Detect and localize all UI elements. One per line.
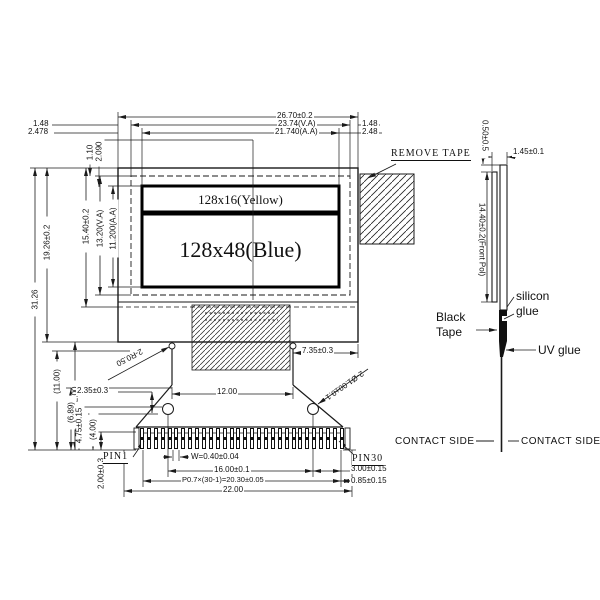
dim-height-aa: 11.200(A.A)	[109, 199, 119, 258]
pin	[326, 428, 331, 449]
dim-hole-pitch: 16.00±0.1	[213, 465, 251, 475]
pin	[181, 428, 186, 449]
dim-pin-width: W=0.40±0.04	[190, 452, 240, 462]
pin	[146, 428, 151, 449]
pin	[174, 428, 179, 449]
pin	[195, 428, 200, 449]
alignment-hole-right	[307, 403, 319, 415]
uv-glue-label: UV glue	[538, 343, 581, 358]
pin-row	[140, 428, 344, 449]
pin30-label: PIN30	[352, 453, 384, 466]
pin	[243, 428, 248, 449]
pin	[264, 428, 269, 449]
dim-inset-left-va: 1.48	[32, 119, 50, 129]
dim-pin-margin-3: 3.00±0.15	[350, 464, 388, 474]
dim-inset-top-aa: 2.090	[95, 136, 105, 167]
dim-neck-offset-right: 7.35±0.3	[301, 346, 335, 356]
dim-pin-pitch-total: P0.7×(30-1)=20.30±0.05	[181, 475, 265, 485]
contact-side-right-label: CONTACT SIDE	[521, 436, 600, 447]
dim-front-pol-height: 14.40±0.2(Front Pol)	[476, 184, 487, 295]
pin	[298, 428, 303, 449]
dim-tail-11: (11.00)	[53, 361, 63, 402]
pin	[305, 428, 310, 449]
silicon-glue-label: silicon glue	[516, 289, 562, 319]
black-tape-shape	[499, 310, 507, 357]
pin	[153, 428, 158, 449]
dim-height-total: 31.26	[31, 282, 41, 317]
contact-side-left-label: CONTACT SIDE	[395, 436, 475, 447]
side-glass-bar	[499, 164, 508, 311]
pin	[332, 428, 337, 449]
pin	[229, 428, 234, 449]
pin	[140, 428, 144, 449]
pin	[236, 428, 241, 449]
dim-neck-width: 12.00	[216, 387, 239, 397]
pin	[270, 428, 275, 449]
dim-thickness: 1.45±0.1	[512, 147, 546, 157]
pin	[250, 428, 255, 449]
dim-inset-top-va: 1.10	[86, 140, 96, 165]
dim-pol-offset: 0.50±0.5	[479, 112, 490, 159]
dim-pin-margin-085: 0.85±0.15	[350, 476, 388, 486]
pin	[257, 428, 262, 449]
pin	[160, 428, 165, 449]
pin	[291, 428, 296, 449]
dim-inset-right-va: 1.48	[361, 119, 379, 129]
notch-left	[168, 342, 176, 350]
viewing-area-dashed	[130, 175, 351, 296]
display-blue-label: 128x48(Blue)	[179, 237, 302, 262]
dim-height-va: 13.20(V.A)	[96, 201, 106, 256]
dim-inset-right-aa: 2.48	[361, 127, 379, 137]
dim-height-module: 19.26±0.2	[43, 216, 53, 269]
stiffener-hatch	[191, 304, 291, 371]
dim-inset-left-aa: 2.478	[27, 127, 50, 137]
remove-tape-hatch	[359, 173, 415, 245]
dim-tail-235: 2.35±0.3	[76, 386, 110, 396]
side-polarizer-bar	[491, 171, 498, 303]
dim-height-glass: 15.40±0.2	[82, 200, 92, 253]
pin	[319, 428, 324, 449]
dim-tail-475: 4.75±0.15	[75, 402, 85, 449]
pin	[208, 428, 213, 449]
dim-bottom-width: 22.00	[222, 485, 245, 495]
display-yellow-label: 128x16(Yellow)	[198, 192, 283, 207]
pin	[167, 428, 172, 449]
remove-tape-label: REMOVE TAPE	[391, 148, 471, 161]
pin	[202, 428, 207, 449]
display-blue-rect	[140, 212, 341, 289]
pin	[284, 428, 289, 449]
pin	[215, 428, 220, 449]
pin	[188, 428, 193, 449]
dim-width-overall: 26.70±0.2	[276, 111, 314, 121]
display-yellow-rect	[140, 184, 341, 214]
black-tape-label: Black Tape	[436, 310, 476, 340]
alignment-hole-left	[162, 403, 174, 415]
pin	[339, 428, 344, 449]
pin	[222, 428, 227, 449]
dim-width-va: 23.74(V.A)	[277, 119, 317, 129]
dim-width-aa: 21.740(A.A)	[274, 127, 319, 137]
pin1-label: PIN1	[103, 451, 129, 464]
pin	[277, 428, 282, 449]
notch-right	[289, 342, 297, 350]
dim-tail-400: (4.00)	[89, 412, 99, 447]
pin	[312, 428, 317, 449]
